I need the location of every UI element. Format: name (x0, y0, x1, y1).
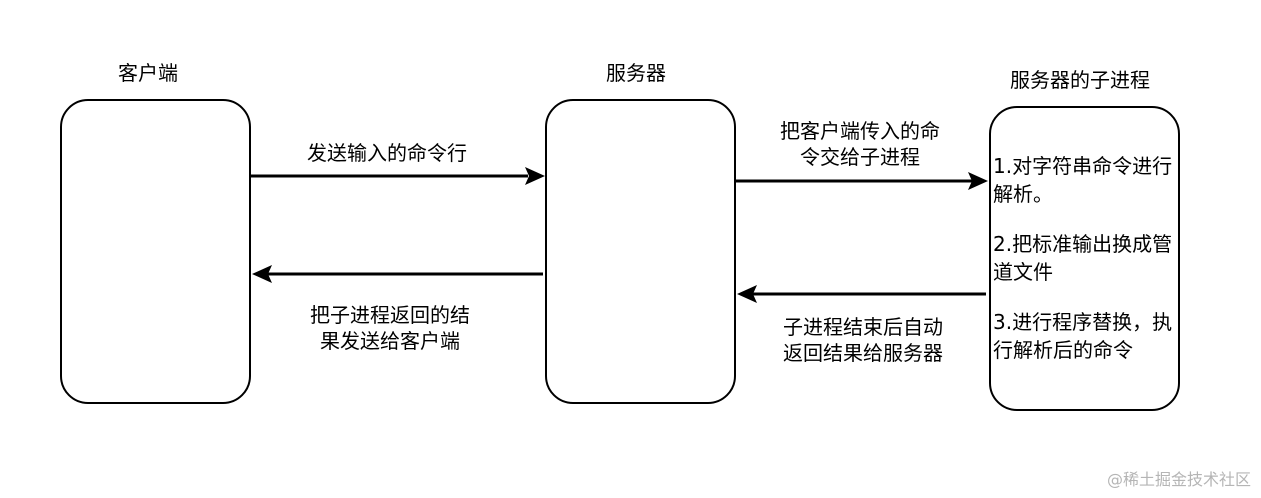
edge-label-client-to-server: 发送输入的命令行 (307, 141, 467, 165)
server-box (545, 99, 736, 404)
edge-label-child-to-server-line1: 子进程结束后自动 (783, 315, 943, 339)
edge-label-server-to-child-line2: 令交给子进程 (800, 145, 920, 169)
child-process-title: 服务器的子进程 (1010, 68, 1150, 92)
client-title: 客户端 (118, 61, 178, 85)
edge-label-server-to-child-line1: 把客户端传入的命 (780, 119, 940, 143)
arrowhead-server-to-client (252, 265, 272, 283)
arrowhead-server-to-child (968, 172, 988, 190)
arrowhead-child-to-server (737, 285, 757, 303)
watermark: @稀土掘金技术社区 (1106, 470, 1251, 489)
step-1: 1.对字符串命令进行解析。 (993, 154, 1173, 206)
server-title: 服务器 (606, 61, 666, 85)
edge-label-server-to-child: 把客户端传入的命 令交给子进程 (762, 118, 958, 170)
edge-label-server-to-client-line1: 把子进程返回的结 (310, 303, 470, 327)
edge-label-child-to-server: 子进程结束后自动 返回结果给服务器 (765, 314, 961, 366)
edge-label-child-to-server-line2: 返回结果给服务器 (783, 341, 943, 365)
child-process-box: 1.对字符串命令进行解析。 2.把标准输出换成管道文件 3.进行程序替换，执行解… (989, 106, 1180, 411)
step-3: 3.进行程序替换，执行解析后的命令 (993, 310, 1173, 362)
child-process-steps: 1.对字符串命令进行解析。 2.把标准输出换成管道文件 3.进行程序替换，执行解… (993, 152, 1178, 364)
arrowhead-client-to-server (525, 167, 545, 185)
step-2: 2.把标准输出换成管道文件 (993, 232, 1173, 284)
client-box (60, 99, 251, 404)
edge-label-server-to-client: 把子进程返回的结 果发送给客户端 (292, 302, 488, 354)
edge-label-server-to-client-line2: 果发送给客户端 (320, 329, 460, 353)
